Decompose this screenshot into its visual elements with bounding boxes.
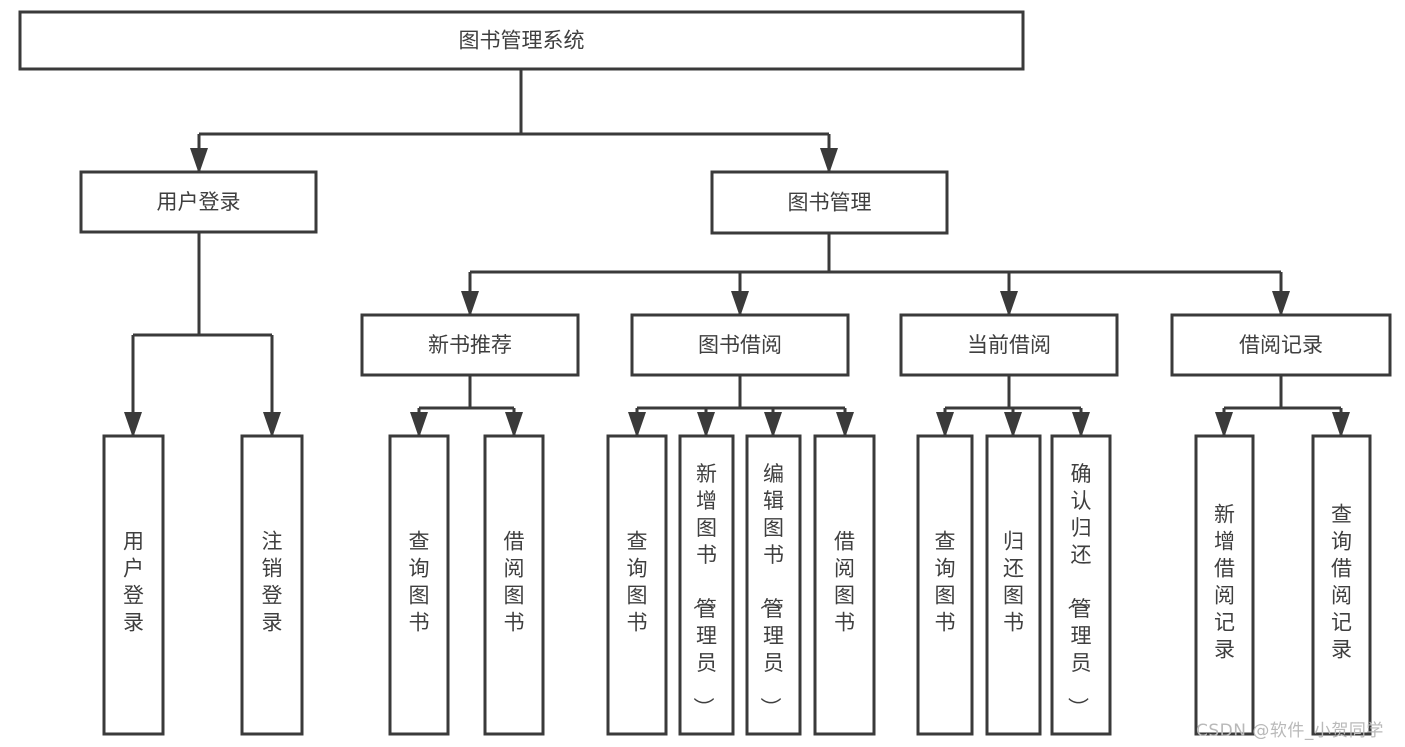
node-layer: 图书管理系统用户登录图书管理新书推荐图书借阅当前借阅借阅记录用户登录注销登录查询… xyxy=(18,10,1392,736)
node-leaf-query-book-borrow[interactable]: 查询图书 xyxy=(606,434,668,736)
node-root[interactable]: 图书管理系统 xyxy=(18,10,1025,71)
node-leaf-borrow-book-rec[interactable]: 借阅图书 xyxy=(483,434,545,736)
node-label: 图书管理 xyxy=(788,191,872,215)
node-label: 新增借阅记录 xyxy=(1214,503,1235,662)
connector-borrow-to-leaves xyxy=(628,375,854,438)
node-label: 确认归还（管理员） xyxy=(1066,462,1092,718)
node-leaf-add-record[interactable]: 新增借阅记录 xyxy=(1194,434,1255,736)
node-leaf-query-record[interactable]: 查询借阅记录 xyxy=(1311,434,1372,736)
connector-userlogin-to-leaves xyxy=(124,232,281,438)
node-book-borrow[interactable]: 图书借阅 xyxy=(630,313,850,377)
node-label: 借阅记录 xyxy=(1239,333,1323,357)
connector-current-to-leaves xyxy=(936,375,1090,438)
node-label: 用户登录 xyxy=(123,530,144,635)
node-new-book-recommend[interactable]: 新书推荐 xyxy=(360,313,580,377)
connector-recommend-to-leaves xyxy=(410,375,523,438)
connector-bookmgmt-to-level2 xyxy=(461,233,1290,317)
node-leaf-confirm-return[interactable]: 确认归还（管理员） xyxy=(1050,434,1112,736)
node-leaf-query-book-cur[interactable]: 查询图书 xyxy=(916,434,974,736)
node-label: 查询图书 xyxy=(935,530,956,635)
connector-layer xyxy=(124,69,1350,438)
node-leaf-edit-book[interactable]: 编辑图书（管理员） xyxy=(745,434,802,736)
node-leaf-add-book[interactable]: 新增图书（管理员） xyxy=(678,434,735,736)
node-label: 编辑图书（管理员） xyxy=(758,462,784,718)
node-current-borrow[interactable]: 当前借阅 xyxy=(899,313,1119,377)
node-label: 借阅图书 xyxy=(504,530,525,635)
node-leaf-query-book-rec[interactable]: 查询图书 xyxy=(388,434,450,736)
node-leaf-borrow-book[interactable]: 借阅图书 xyxy=(813,434,876,736)
node-label: 归还图书 xyxy=(1003,530,1024,635)
node-label: 注销登录 xyxy=(262,530,283,635)
node-label: 当前借阅 xyxy=(967,333,1051,357)
node-label: 借阅图书 xyxy=(834,530,855,635)
node-label: 查询图书 xyxy=(409,530,430,635)
node-leaf-return-book[interactable]: 归还图书 xyxy=(985,434,1042,736)
node-label: 用户登录 xyxy=(157,190,241,214)
node-leaf-user-login[interactable]: 用户登录 xyxy=(102,434,165,736)
node-label: 查询借阅记录 xyxy=(1331,503,1352,662)
node-leaf-logout[interactable]: 注销登录 xyxy=(240,434,304,736)
node-label: 图书管理系统 xyxy=(459,29,585,53)
node-book-management[interactable]: 图书管理 xyxy=(710,170,949,235)
node-label: 查询图书 xyxy=(627,530,648,635)
connector-root-to-level1 xyxy=(190,69,838,174)
connector-record-to-leaves xyxy=(1215,375,1350,438)
node-label: 新增图书（管理员） xyxy=(691,462,717,718)
node-borrow-record[interactable]: 借阅记录 xyxy=(1170,313,1392,377)
node-label: 新书推荐 xyxy=(428,333,512,357)
node-label: 图书借阅 xyxy=(698,333,782,357)
node-user-login[interactable]: 用户登录 xyxy=(79,170,318,234)
